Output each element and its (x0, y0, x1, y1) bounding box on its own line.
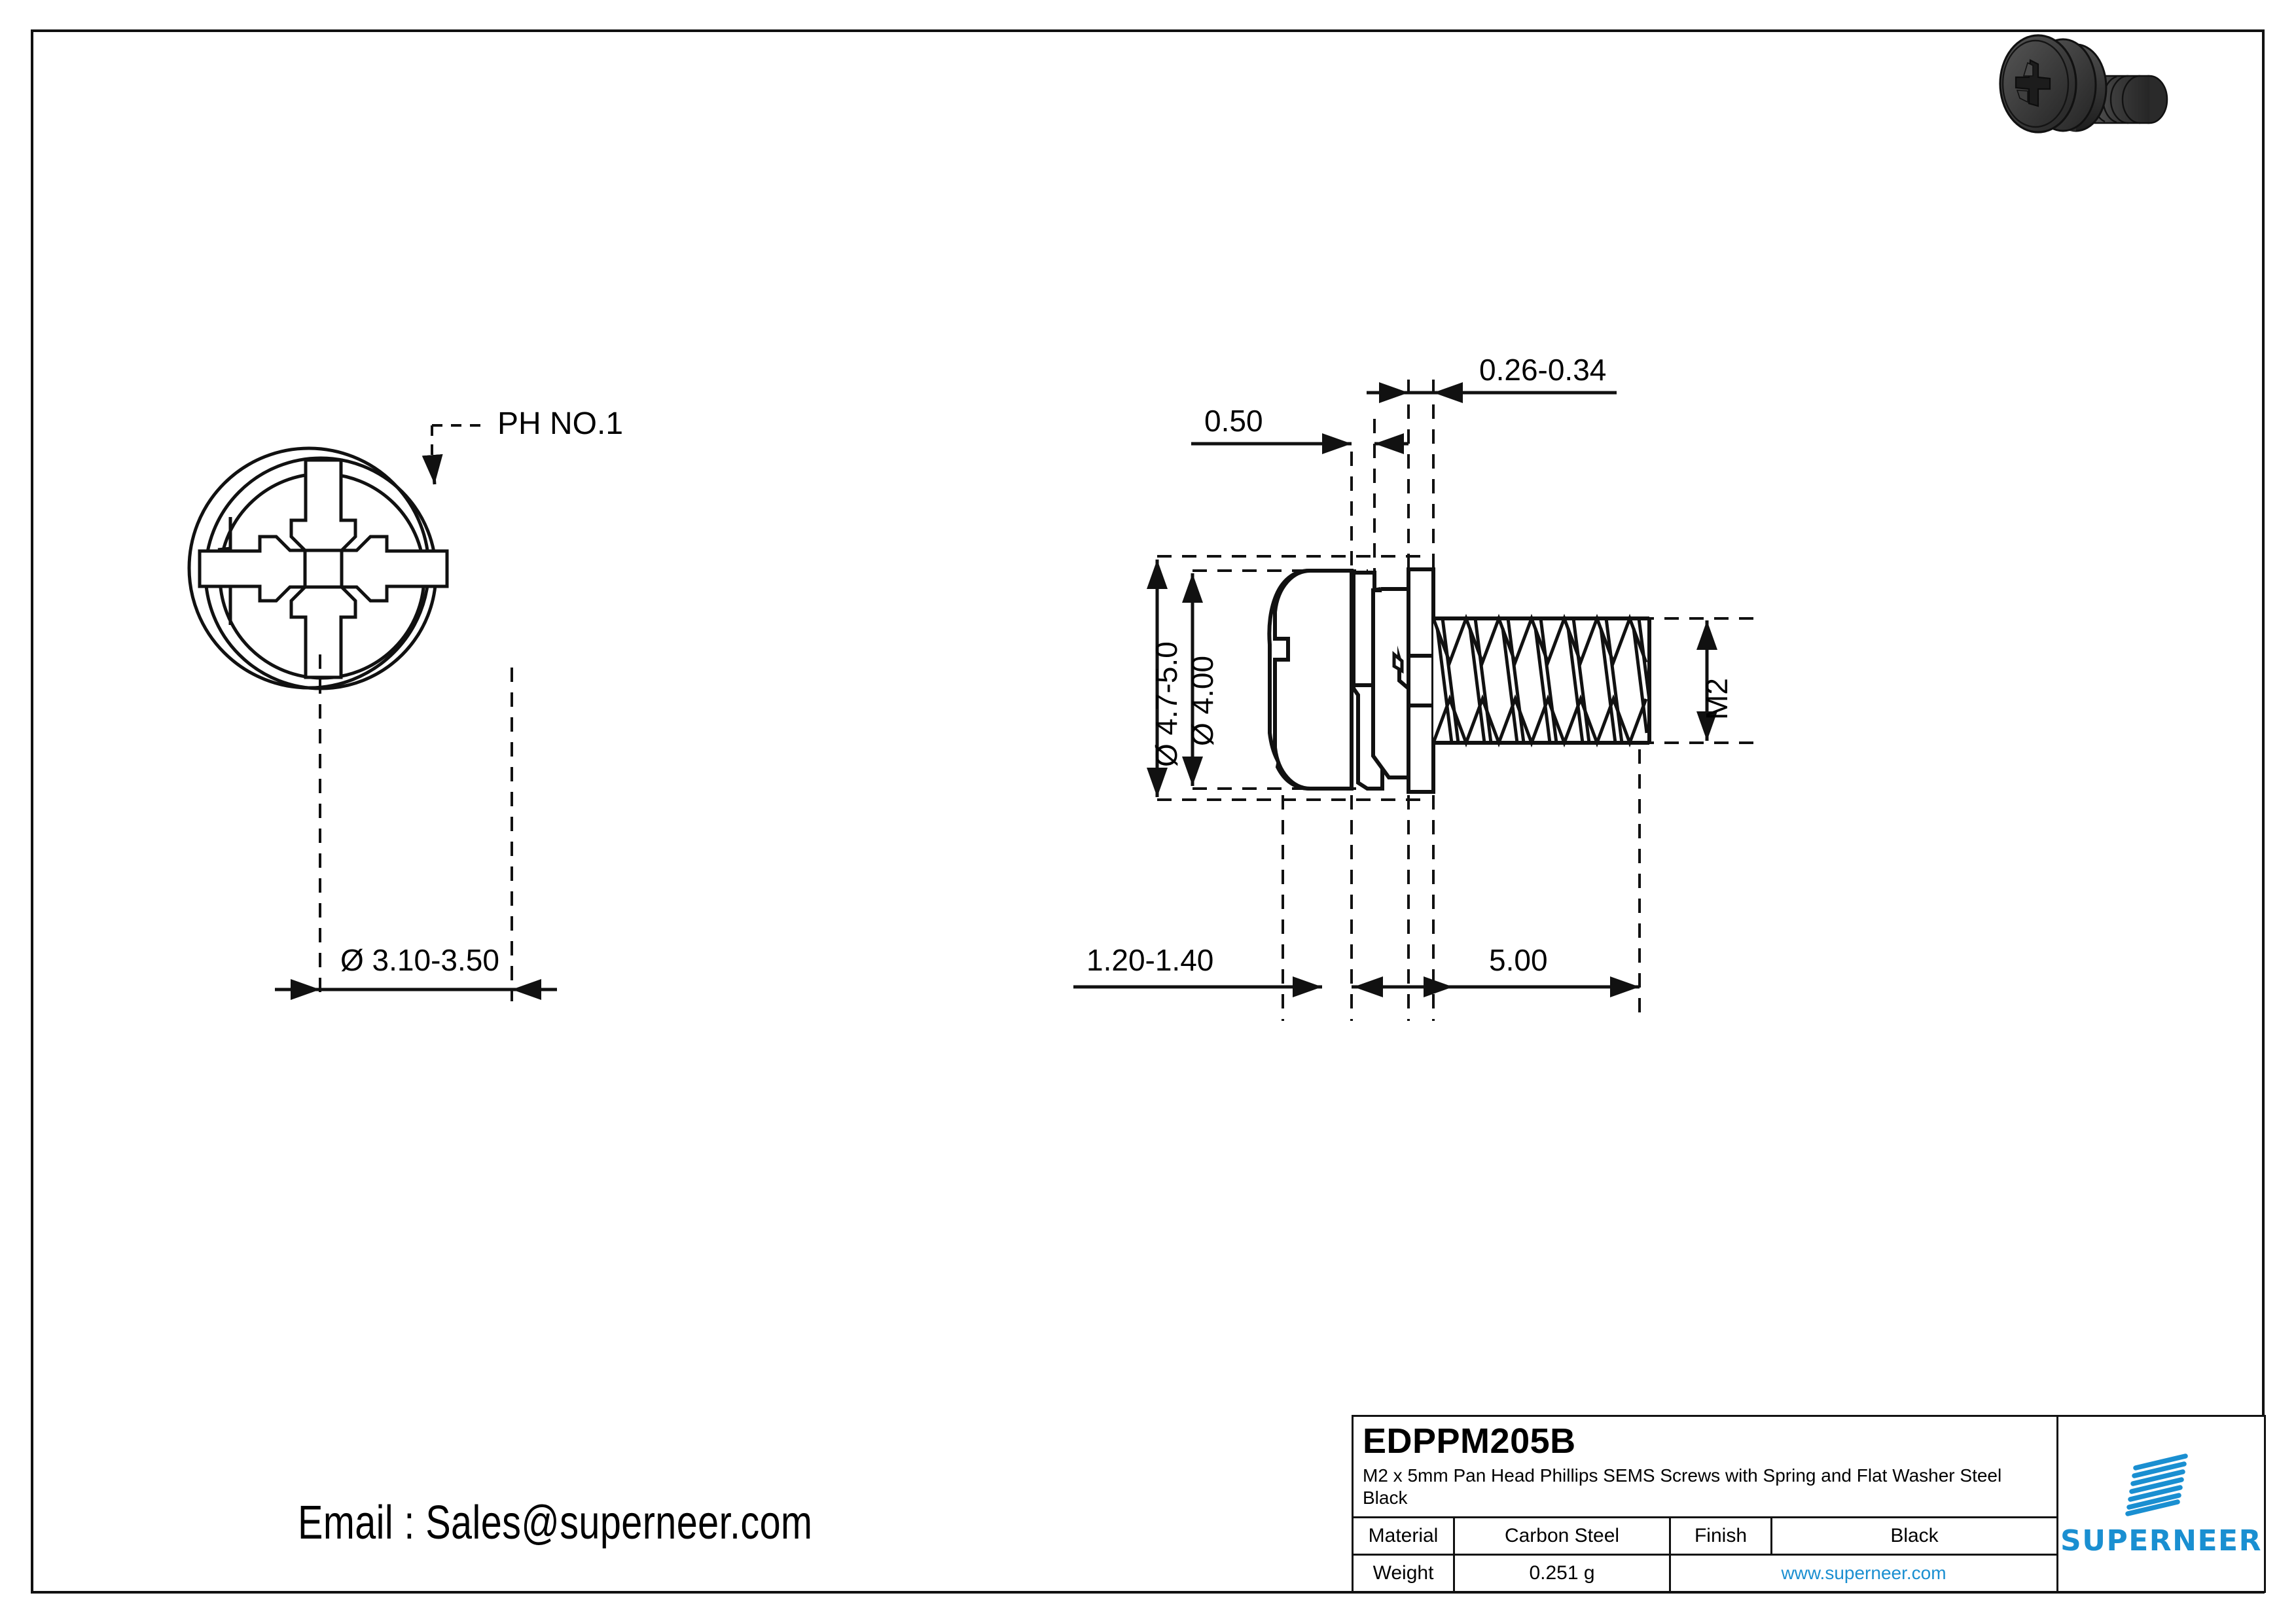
material-value: Carbon Steel (1455, 1518, 1671, 1554)
superneer-logo-icon (2125, 1453, 2188, 1516)
spring-washer-thickness-label: 0.50 (1204, 404, 1263, 438)
thread-length-label: 5.00 (1489, 943, 1548, 977)
title-block-description-cell: EDPPM205B M2 x 5mm Pan Head Phillips SEM… (1354, 1417, 2056, 1518)
material-label: Material (1354, 1518, 1455, 1554)
head-height-label: 1.20-1.40 (1086, 943, 1214, 977)
front-diameter-dimension-label: Ø 3.10-3.50 (340, 943, 499, 977)
assembly-outer-diameter-label: Ø 4.7-5.0 (1149, 641, 1183, 767)
weight-value: 0.251 g (1455, 1556, 1671, 1591)
head-diameter-label: Ø 4.00 (1185, 655, 1219, 746)
title-block-left: EDPPM205B M2 x 5mm Pan Head Phillips SEM… (1354, 1417, 2058, 1591)
brand-wordmark: SUPERNEER (2060, 1524, 2262, 1558)
weight-label: Weight (1354, 1556, 1455, 1591)
flat-washer-thickness-label: 0.26-0.34 (1479, 353, 1607, 387)
part-description: M2 x 5mm Pan Head Phillips SEMS Screws w… (1363, 1465, 2002, 1508)
title-block-row-weight: Weight 0.251 g www.superneer.com (1354, 1556, 2056, 1591)
part-code: EDPPM205B (1363, 1421, 1576, 1461)
email-text: Email : Sales@superneer.com (298, 1497, 813, 1549)
product-3d-image (1999, 34, 2168, 134)
brand-logo-cell: SUPERNEER (2058, 1417, 2264, 1591)
thread-size-label: M2 (1700, 678, 1734, 720)
title-block-row-material: Material Carbon Steel Finish Black (1354, 1518, 2056, 1556)
pan-head-3d (1999, 34, 2077, 134)
website-link[interactable]: www.superneer.com (1781, 1563, 1946, 1583)
drawing-frame-border (31, 29, 2265, 1594)
ph-number-label: PH NO.1 (497, 406, 624, 441)
finish-value: Black (1890, 1525, 1939, 1546)
title-block: EDPPM205B M2 x 5mm Pan Head Phillips SEM… (1352, 1415, 2266, 1593)
finish-label: Finish (1671, 1518, 1772, 1554)
